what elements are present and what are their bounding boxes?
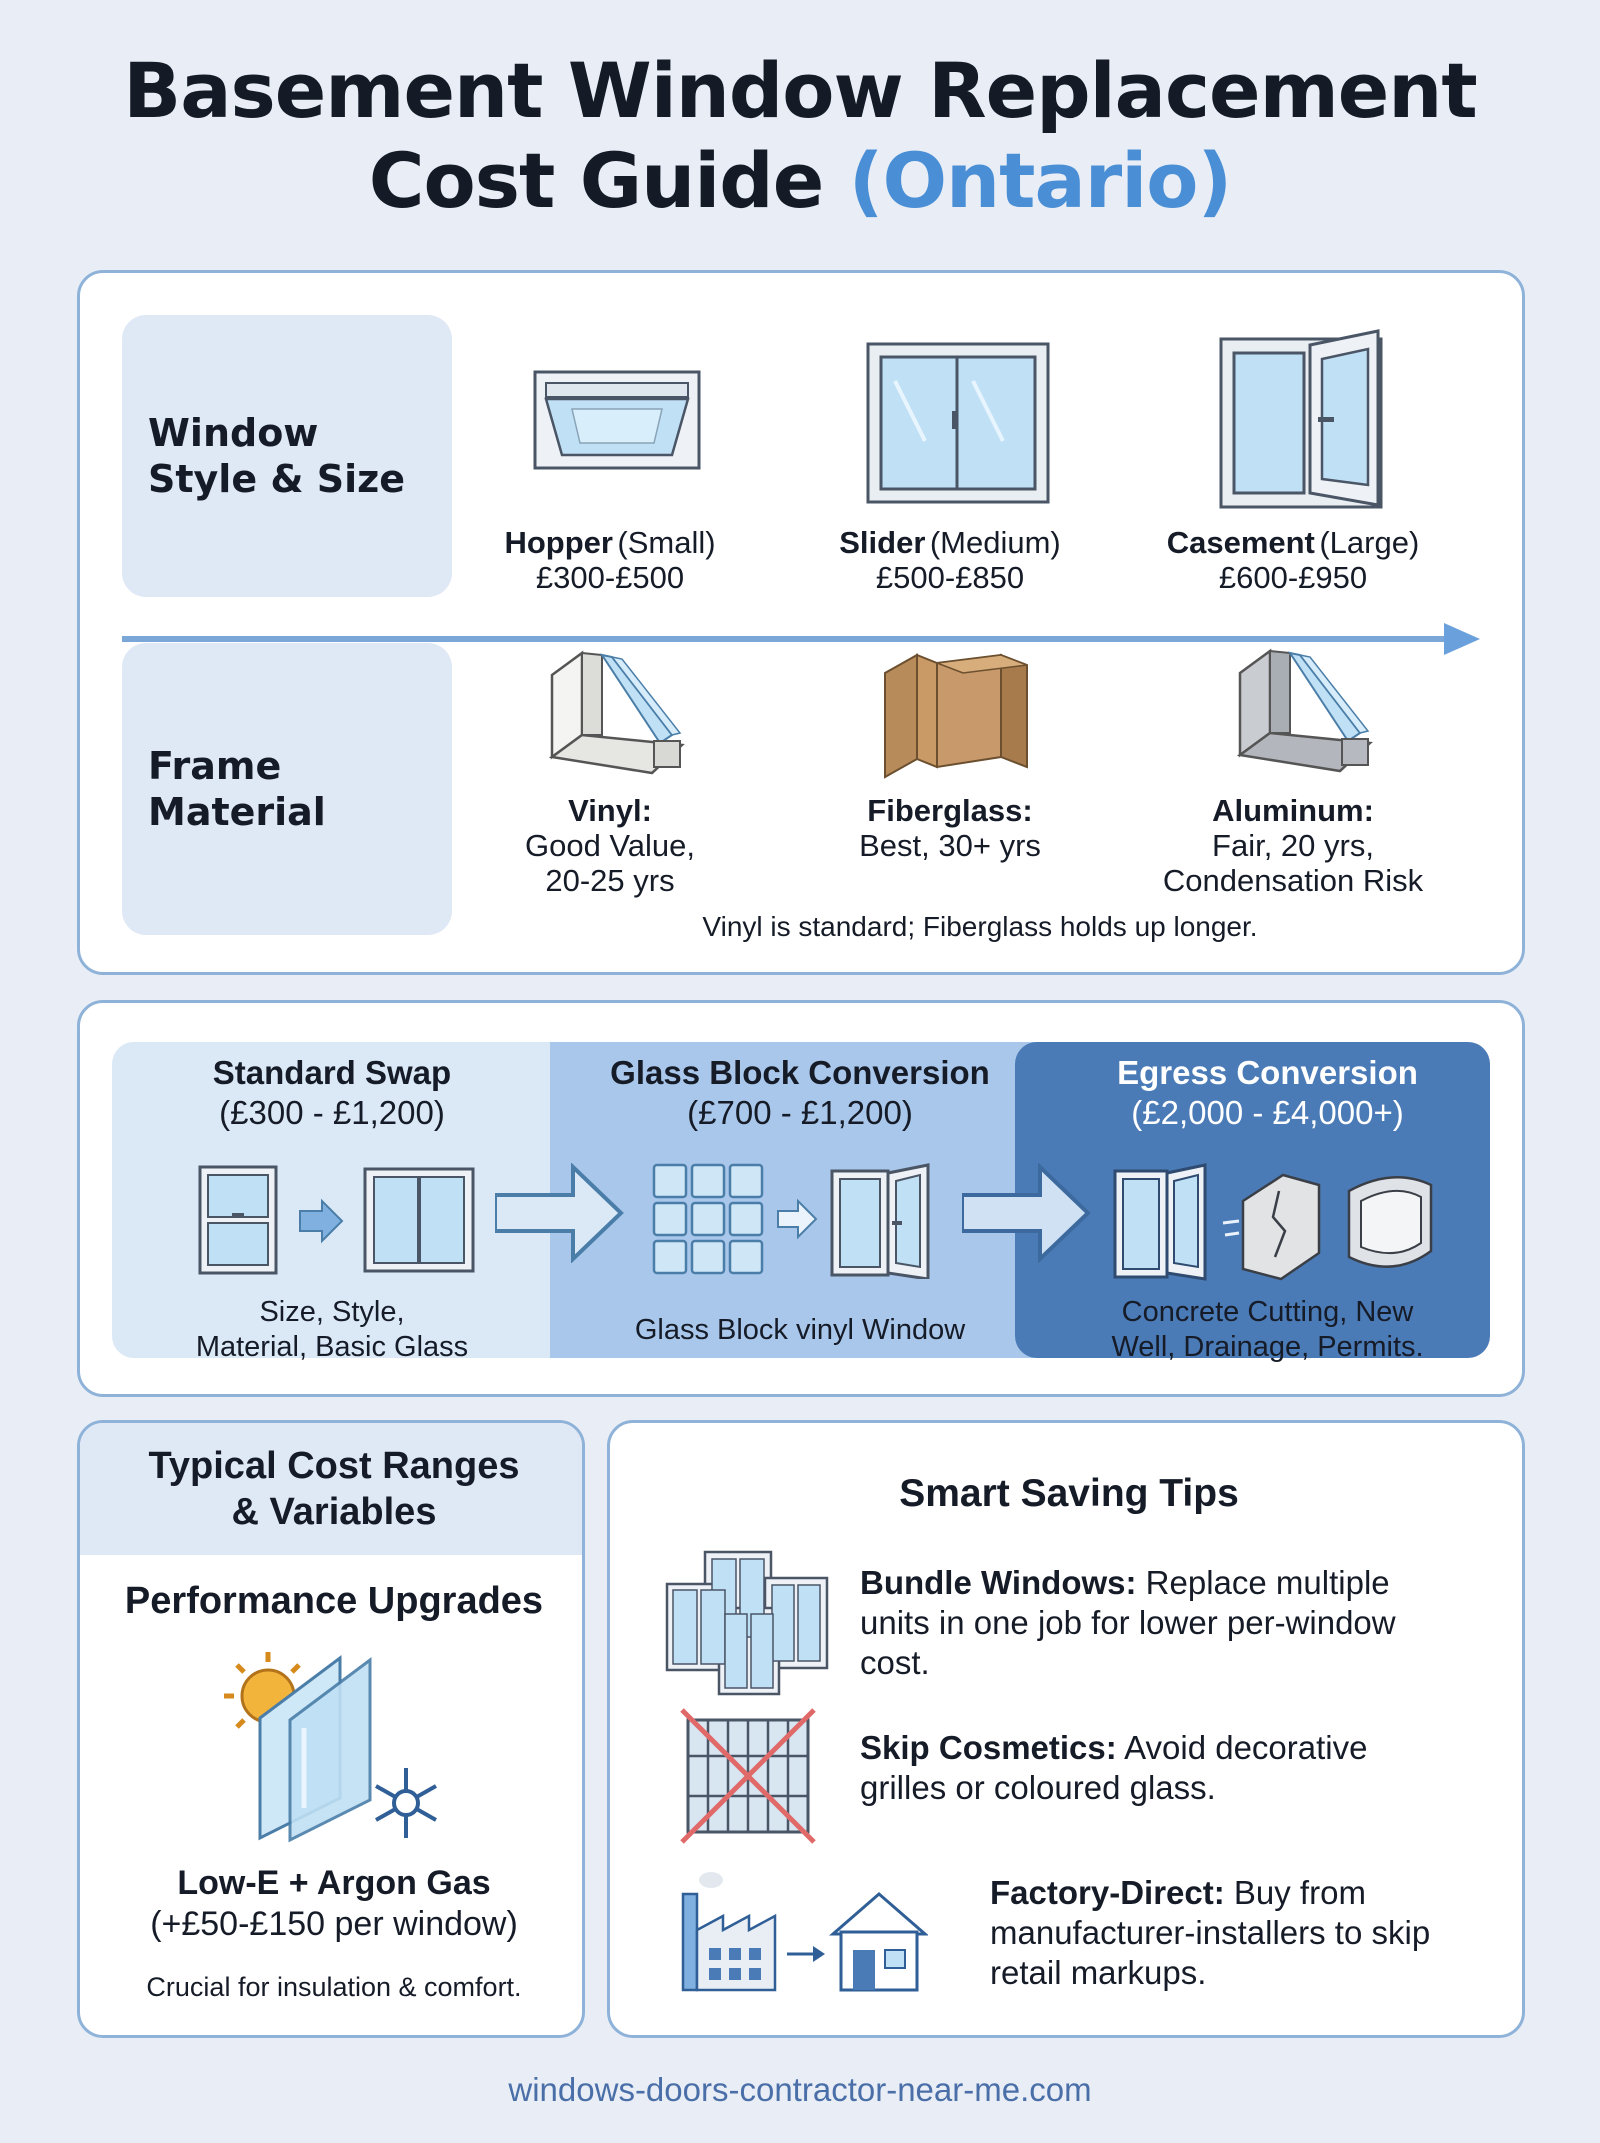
fiberglass-frame-icon <box>884 653 1028 779</box>
tip-skip-cosmetics: Skip Cosmetics: Avoid decorative grilles… <box>860 1729 1368 1806</box>
page-title: Basement Window Replacement Cost Guide (… <box>0 46 1600 226</box>
saving-tips-title: Smart Saving Tips <box>899 1472 1239 1515</box>
window-style-label: Window Style & Size <box>122 315 452 597</box>
factory-to-house-icon <box>681 1872 928 1992</box>
window-swap-icon <box>198 1165 475 1275</box>
egress-note: Concrete Cutting, New Well, Drainage, Pe… <box>1111 1296 1424 1363</box>
progression-arrow-1-icon <box>495 1163 624 1263</box>
low-e-glass-icon <box>224 1652 437 1843</box>
title-accent: (Ontario) <box>848 136 1233 225</box>
hopper-window-icon <box>533 370 701 470</box>
standard-swap-note: Size, Style, Material, Basic Glass <box>195 1296 469 1363</box>
material-note: Vinyl is standard; Fiberglass holds up l… <box>702 911 1258 942</box>
progression-arrow-2-icon <box>962 1163 1091 1263</box>
cost-ranges-panel: Typical Cost Ranges & Variables Performa… <box>77 1420 585 2038</box>
bundle-windows-icon <box>665 1550 829 1696</box>
style-material-panel: Window Style & Size Frame Material Hoppe… <box>77 270 1525 975</box>
footer-website: windows-doors-contractor-near-me.com <box>508 2071 1092 2108</box>
casement-window-icon <box>1219 329 1383 509</box>
vinyl-frame-icon <box>548 650 685 775</box>
egress-window-well-icon <box>1113 1163 1433 1281</box>
progression-arrow-icon <box>122 623 1480 655</box>
tip-factory-direct: Factory-Direct: Buy from manufacturer-in… <box>990 1874 1431 1991</box>
cost-ranges-header: Typical Cost Ranges & Variables <box>80 1423 582 1555</box>
glass-block-segment <box>550 1042 1040 1358</box>
upgrade-note: Crucial for insulation & comfort. <box>146 1972 522 2002</box>
egress-header: Egress Conversion (£2,000 - £4,000+) <box>1117 1054 1418 1131</box>
frame-material-label: Frame Material <box>122 643 452 935</box>
low-e-upgrade: Low-E + Argon Gas (+£50-£150 per window) <box>150 1864 518 1943</box>
glass-block-to-window-icon <box>652 1163 930 1279</box>
material-item-fiberglass: Fiberglass: Best, 30+ yrs <box>859 793 1041 863</box>
tip-bundle-windows: Bundle Windows: Replace multiple units i… <box>860 1564 1396 1681</box>
standard-swap-header: Standard Swap (£300 - £1,200) <box>212 1054 452 1131</box>
glass-block-note: Glass Block vinyl Window <box>634 1314 966 1346</box>
style-item-slider: Slider (Medium) £500-£850 <box>839 525 1061 595</box>
saving-tips-panel: Smart Saving Tips Bundle Windows: Replac… <box>607 1420 1525 2038</box>
aluminum-frame-icon <box>1236 648 1373 773</box>
glass-block-header: Glass Block Conversion (£700 - £1,200) <box>610 1054 990 1131</box>
title-line-1: Basement Window Replacement <box>123 46 1477 135</box>
slider-window-icon <box>866 342 1050 504</box>
material-item-vinyl: Vinyl: Good Value, 20-25 yrs <box>524 793 696 898</box>
performance-upgrades-title: Performance Upgrades <box>124 1580 544 1622</box>
crossed-grille-icon <box>680 1708 816 1844</box>
conversion-panel: Standard Swap (£300 - £1,200) Size, Styl… <box>77 1000 1525 1397</box>
title-line-2-main: Cost Guide <box>368 136 849 225</box>
material-item-aluminum: Aluminum: Fair, 20 yrs, Condensation Ris… <box>1162 793 1424 898</box>
style-item-hopper: Hopper (Small) £300-£500 <box>504 525 716 595</box>
standard-swap-segment <box>112 1042 552 1358</box>
title-line-2: Cost Guide (Ontario) <box>0 136 1600 226</box>
style-item-casement: Casement (Large) £600-£950 <box>1166 525 1420 595</box>
